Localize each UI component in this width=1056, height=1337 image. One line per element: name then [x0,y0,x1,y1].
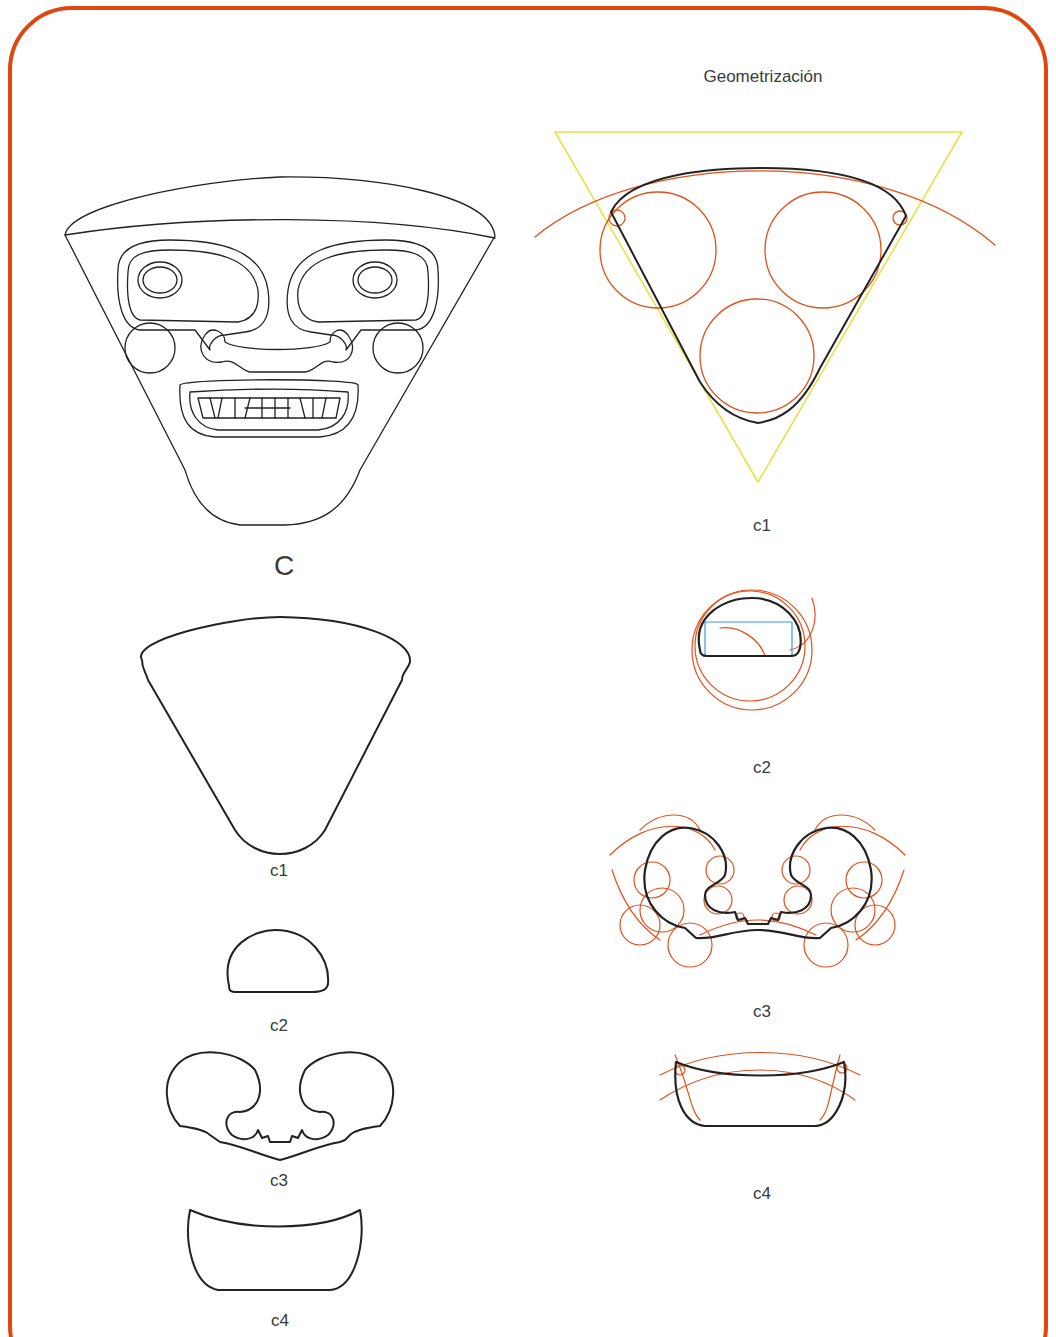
panel-title: Geometrización [703,68,822,87]
page-frame [10,8,1046,1337]
part-label: c1 [270,862,288,881]
part-label: c2 [270,1017,288,1036]
part-label: c4 [753,1185,771,1204]
geometry-c4 [660,1053,860,1127]
part-label: c2 [753,759,771,778]
part-label: c3 [270,1172,288,1191]
mask-drawing [65,177,495,525]
part-label: c3 [753,1003,771,1022]
part-label: c4 [271,1312,289,1331]
figure-letter: C [274,551,294,582]
piece-outlines [141,617,410,1290]
geometry-c2 [692,590,815,710]
geometry-c3 [610,815,905,967]
geometry-c1 [535,132,995,482]
part-label: c1 [753,517,771,536]
